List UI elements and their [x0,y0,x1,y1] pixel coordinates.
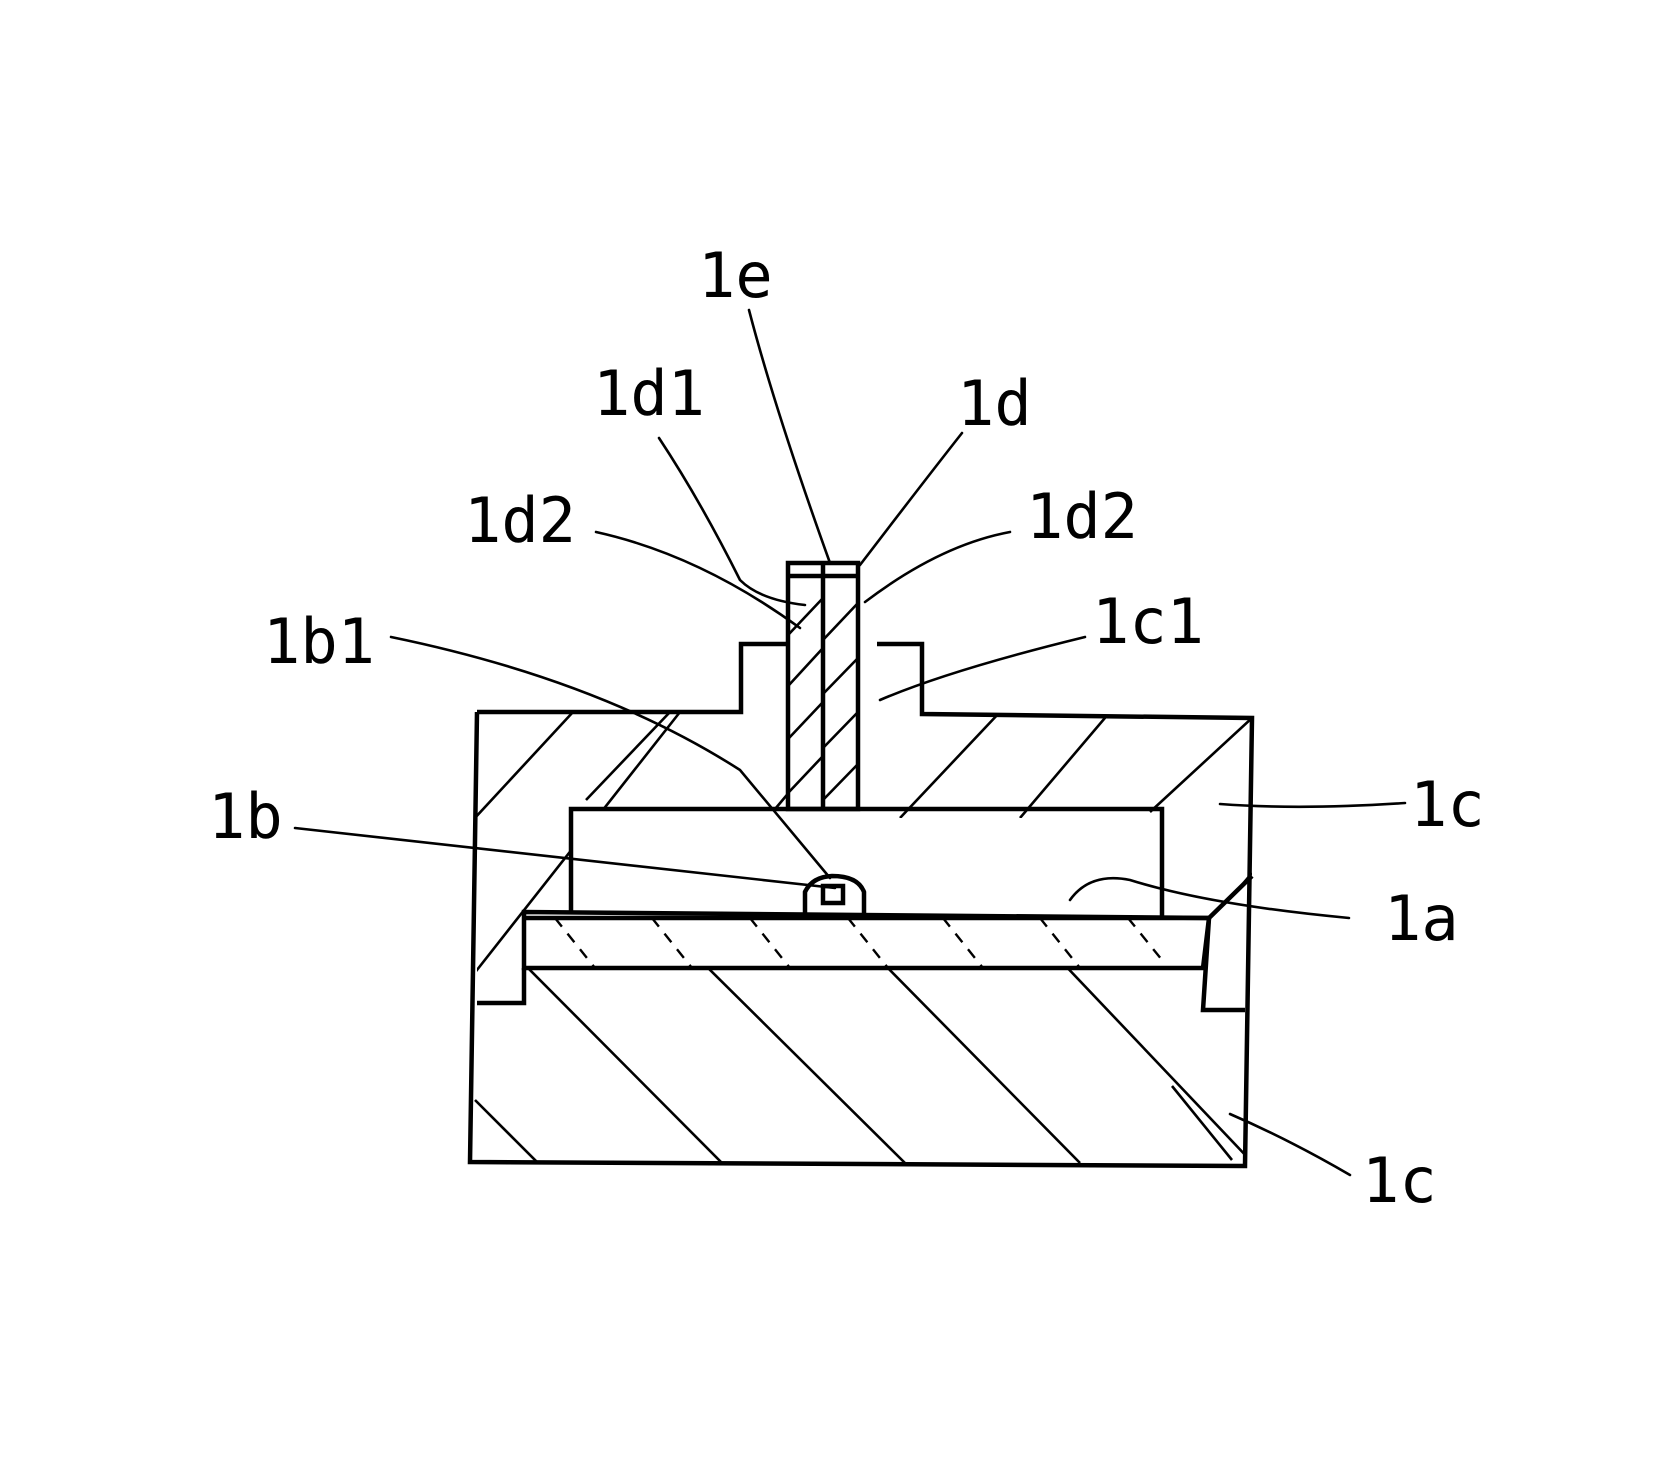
leader-1d2-right [865,532,1010,602]
leader-1d2-left [596,532,800,628]
housing-outline [470,644,1252,1166]
label-1d: 1d [957,367,1032,440]
leader-1a [1070,878,1349,918]
label-1d1: 1d1 [593,357,705,430]
leader-1c-lower [1230,1114,1350,1175]
label-1c-upper: 1c [1410,768,1485,841]
substrate-dash-hatch [555,918,1162,968]
leader-1e [749,310,830,563]
label-1e: 1e [698,239,773,312]
housing-left-step [477,968,524,1003]
housing-lower-hatch [475,960,1250,1165]
label-1b1: 1b1 [263,605,375,678]
inner-cavity [571,809,1162,918]
label-1b: 1b [208,780,283,853]
leader-1c1 [880,637,1085,700]
label-1d2-left: 1d2 [464,484,576,557]
label-1c1: 1c1 [1092,585,1204,658]
leader-1c-upper [1220,803,1405,807]
label-1a: 1a [1384,882,1459,955]
label-1c-lower: 1c [1362,1144,1437,1217]
leader-1b [295,828,835,888]
leader-1d1 [659,438,805,605]
leader-1d [860,433,962,565]
element-1b [805,876,864,915]
label-1d2-right: 1d2 [1026,480,1138,553]
leader-lines [295,310,1405,1175]
housing-right-step [1203,876,1252,1010]
leader-1b1 [391,637,830,878]
